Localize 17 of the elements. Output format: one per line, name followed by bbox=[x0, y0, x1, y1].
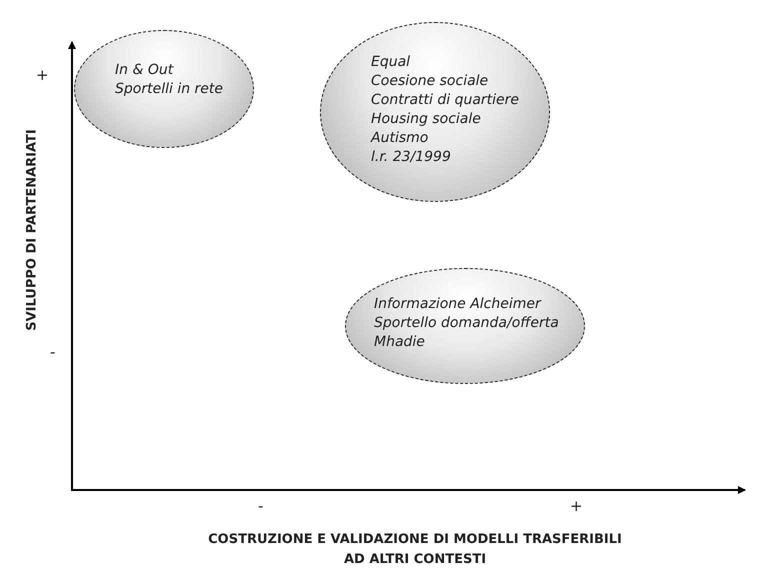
item-text: In & Out bbox=[115, 61, 175, 80]
axis-tick-label: + bbox=[36, 66, 49, 84]
item-text: Sportelli in rete bbox=[115, 80, 224, 99]
item-text: Mhadie bbox=[374, 333, 426, 352]
item-text: l.r. 23/1999 bbox=[371, 148, 452, 167]
item-text: Housing sociale bbox=[371, 110, 482, 129]
axis-tick-label: - bbox=[258, 497, 264, 515]
item-text: Coesione sociale bbox=[371, 72, 490, 91]
axis-title: SVILUPPO DI PARTENARIATI bbox=[24, 129, 40, 331]
axis-tick-label: + bbox=[570, 497, 583, 515]
item-text: Autismo bbox=[371, 129, 430, 148]
item-text: Contratti di quartiere bbox=[371, 91, 520, 110]
item-text: Equal bbox=[371, 53, 412, 72]
item-text: Informazione Alcheimer bbox=[374, 295, 542, 314]
axis-title: COSTRUZIONE E VALIDAZIONE DI MODELLI TRASFERIBILI AD ALTRI CONTESTI bbox=[207, 531, 623, 569]
axis-tick-label: - bbox=[50, 343, 56, 361]
item-text: Sportello domanda/offerta bbox=[374, 314, 559, 333]
